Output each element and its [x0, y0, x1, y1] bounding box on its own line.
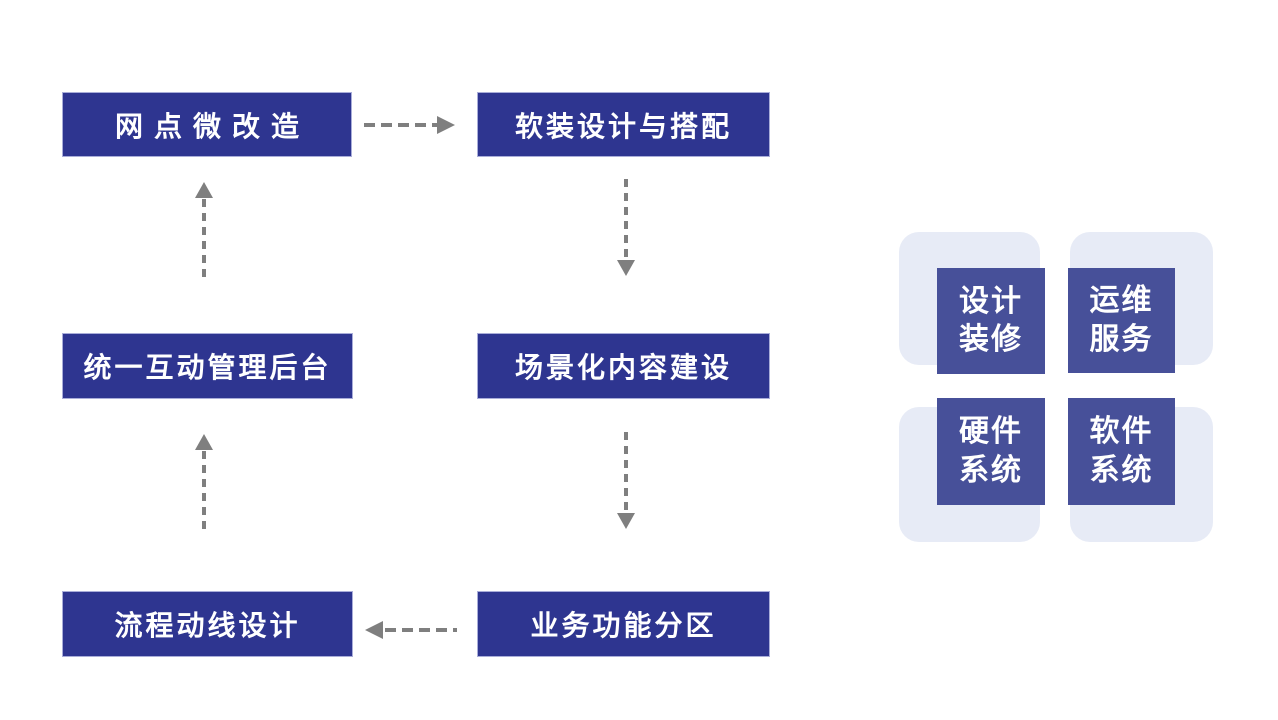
flow-node-tongyi-hudong-houtai: 统一互动管理后台 [62, 333, 353, 399]
arrow-left-icon [365, 621, 457, 639]
grid-node-sheji-zhuangxiu: 设计 装修 [937, 268, 1045, 374]
arrow-head [617, 260, 635, 276]
capability-grid: 设计 装修 运维 服务 硬件 系统 软件 系统 [899, 232, 1215, 544]
arrow-right-icon [364, 116, 455, 134]
arrow-head [617, 513, 635, 529]
flow-node-ruanzhuang-sheji: 软装设计与搭配 [477, 92, 770, 157]
flow-node-wangdian-weigaizao: 网点微改造 [62, 92, 352, 157]
arrow-head [437, 116, 455, 134]
grid-node-ruanjian-xitong: 软件 系统 [1068, 398, 1175, 505]
grid-node-yingjian-xitong: 硬件 系统 [937, 398, 1045, 505]
arrow-up-icon [195, 434, 213, 529]
flow-node-yewu-gongneng-fenqu: 业务功能分区 [477, 591, 770, 657]
arrow-up-icon [195, 182, 213, 278]
grid-node-yunwei-fuwu: 运维 服务 [1068, 268, 1175, 373]
arrow-down-icon [617, 179, 635, 276]
arrow-down-icon [617, 432, 635, 529]
flow-node-liucheng-dongxian: 流程动线设计 [62, 591, 353, 657]
arrow-head [195, 182, 213, 198]
arrow-head [195, 434, 213, 450]
flow-node-changjinghua-neirong: 场景化内容建设 [477, 333, 770, 399]
arrow-head [365, 621, 383, 639]
